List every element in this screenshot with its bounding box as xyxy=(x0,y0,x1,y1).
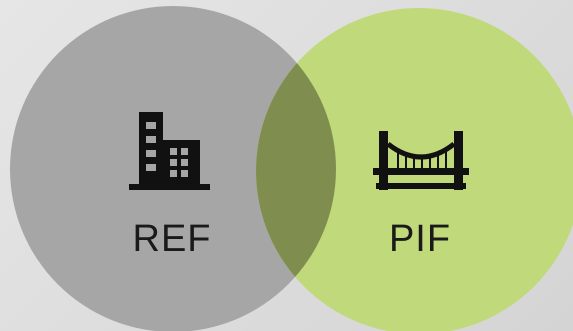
office-building-icon xyxy=(129,112,210,190)
pif-label: PIF xyxy=(389,218,451,260)
bridge-icon xyxy=(373,131,469,190)
ref-label: REF xyxy=(133,218,212,260)
